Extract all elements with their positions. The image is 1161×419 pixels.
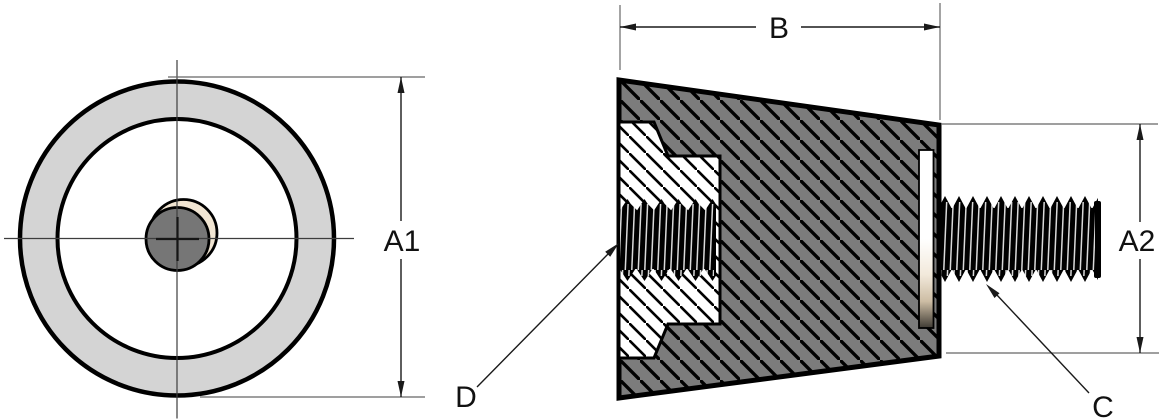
front-center-mark [156,217,199,261]
dim-label-a2: A2 [1119,225,1156,258]
dim-b: B [619,3,941,120]
stud-end-face [1094,201,1101,278]
a1-arrow-up [397,77,405,93]
callout-c: C [986,284,1114,419]
washer-recess [918,149,935,329]
b-arrow-left [620,23,636,31]
a1-arrow-down [397,381,405,397]
dim-label-a1: A1 [384,225,421,258]
leader-d [476,251,611,388]
dim-a1: A1 [168,76,425,398]
internal-thread [619,199,716,281]
a2-arrow-down [1136,337,1144,353]
front-view [4,60,354,419]
a2-arrow-up [1136,124,1144,140]
dim-label-b: B [769,12,789,45]
stud-thread [938,196,1101,282]
dim-label-c: C [1092,391,1114,419]
leader-c-arrow [986,284,1000,298]
b-arrow-right [924,23,940,31]
dim-label-d: D [455,381,477,414]
internal-thread-highlights [620,204,714,276]
dim-a2: A2 [941,123,1159,354]
leader-c [995,293,1090,394]
stud-thread-highlights [939,202,1095,276]
callout-d: D [455,243,619,414]
side-view [616,77,1101,401]
leader-d-arrow [605,243,619,257]
